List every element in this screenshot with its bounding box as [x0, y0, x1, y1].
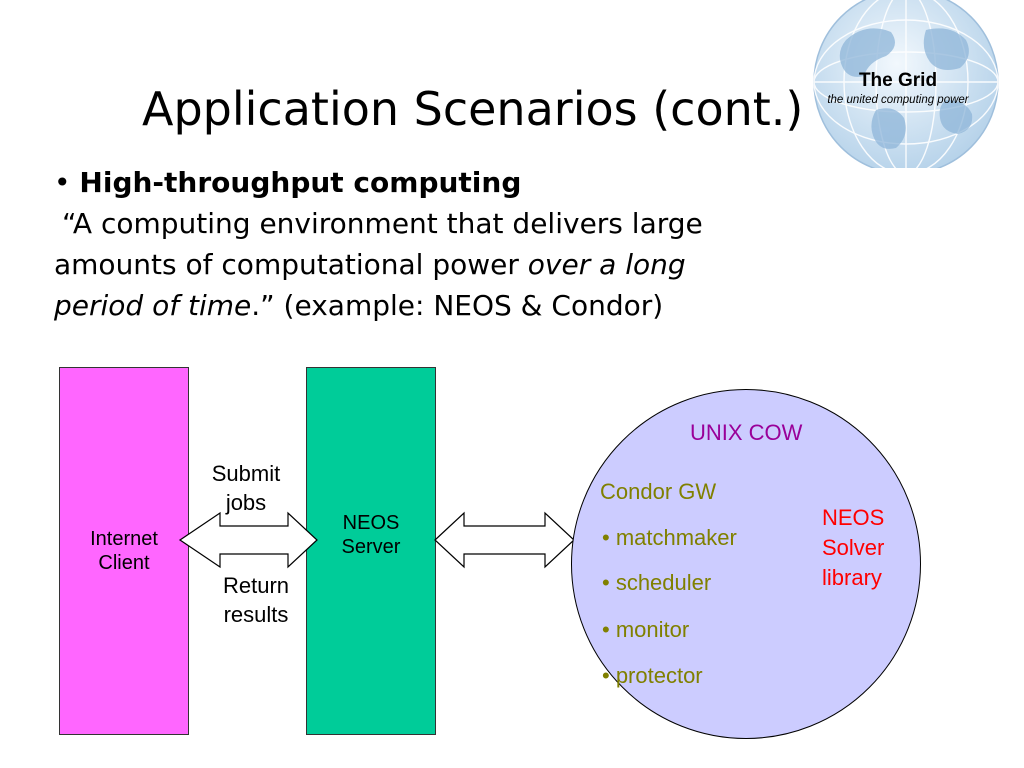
return-label-line-1: Return: [222, 573, 290, 598]
neos-server-box: NEOS Server: [306, 367, 436, 735]
quote-line-3-italic: period of time: [54, 289, 252, 322]
submit-label-line-1: Submit: [211, 461, 281, 486]
slide-title: Application Scenarios (cont.): [142, 82, 804, 136]
condor-component-item: • monitor: [602, 617, 690, 642]
submit-label-line-2: jobs: [225, 490, 267, 515]
quote-line-1: “A computing environment that delivers l…: [62, 207, 703, 240]
client-server-double-arrow: [178, 511, 318, 569]
logo-title: The Grid: [859, 70, 937, 91]
quote-line-2: amounts of computational power over a lo…: [54, 244, 874, 285]
condor-component-item: • scheduler: [602, 570, 712, 595]
condor-component-item: • protector: [602, 663, 703, 688]
return-results-label: Return results: [206, 571, 306, 629]
unix-cow-title: UNIX COW: [690, 420, 803, 445]
internet-client-box: Internet Client: [59, 367, 189, 735]
server-cow-double-arrow: [434, 511, 575, 569]
server-label-line-2: Server: [341, 536, 401, 558]
quote-line-3: period of time.” (example: NEOS & Condor…: [54, 285, 874, 326]
solver-label-line-2: Solver: [822, 535, 885, 560]
condor-component-item: • matchmaker: [602, 525, 737, 550]
globe-icon: [813, 0, 999, 168]
server-label-line-1: NEOS: [342, 512, 400, 534]
solver-label-line-3: library: [822, 565, 882, 590]
quote-line-2-text: amounts of computational power: [54, 248, 528, 281]
client-label-line-2: Client: [98, 552, 150, 574]
neos-solver-library-label: NEOS Solver library: [822, 503, 884, 593]
solver-label-line-1: NEOS: [822, 505, 885, 530]
quote-line-3-text: .” (example: NEOS & Condor): [251, 289, 664, 322]
the-grid-logo: The Grid the united computing power: [813, 0, 999, 168]
bullet-marker: •: [54, 166, 71, 199]
bullet-heading: High-throughput computing: [79, 166, 522, 199]
slide-body: • High-throughput computing “A computing…: [54, 162, 874, 326]
return-label-line-2: results: [223, 602, 289, 627]
condor-gw-title: Condor GW: [600, 479, 717, 504]
unix-cow-circle: [571, 389, 921, 739]
quote-line-2-italic: over a long: [527, 248, 686, 281]
submit-jobs-label: Submit jobs: [196, 459, 296, 517]
client-label-line-1: Internet: [90, 528, 158, 550]
logo-subtitle: the united computing power: [827, 94, 969, 106]
bullet-item: • High-throughput computing: [54, 162, 874, 203]
